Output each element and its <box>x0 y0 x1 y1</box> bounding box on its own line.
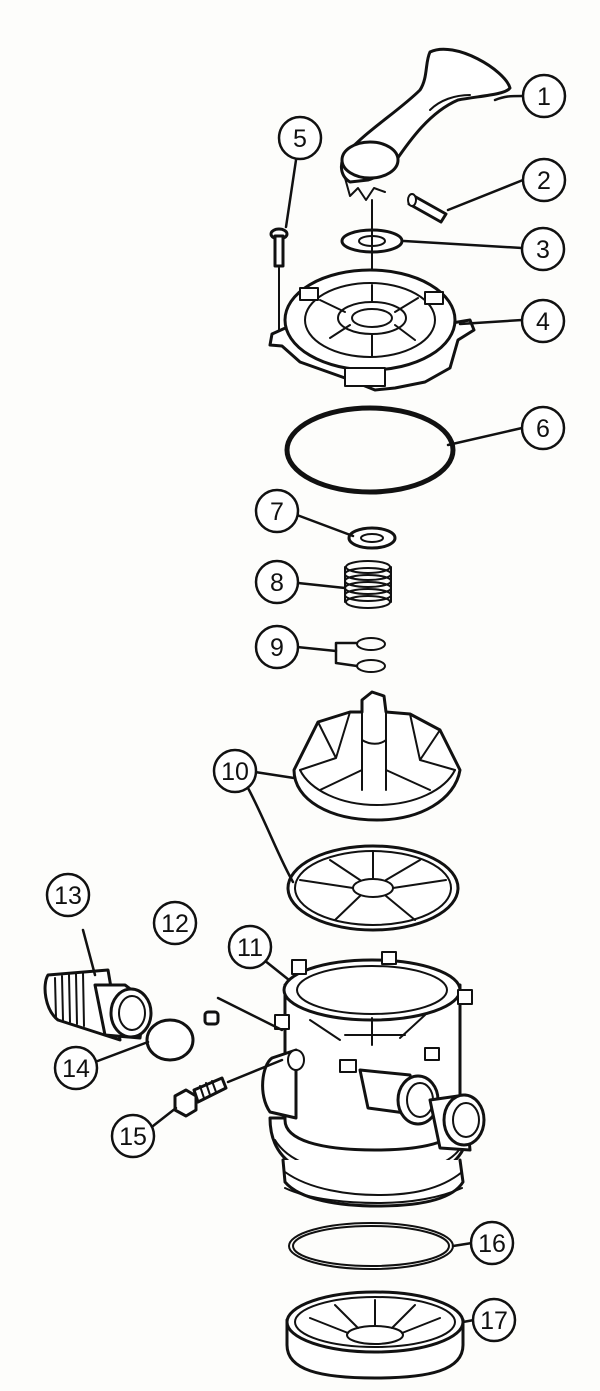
callout-label-12: 12 <box>161 910 189 938</box>
callout-label-9: 9 <box>270 634 284 662</box>
callout-2: 2 <box>521 157 567 203</box>
callout-label-14: 14 <box>62 1055 90 1083</box>
callout-5: 5 <box>277 115 323 161</box>
callout-10: 10 <box>212 748 258 794</box>
part-o-rings-small <box>356 637 386 673</box>
callout-label-13: 13 <box>54 882 82 910</box>
callout-12: 12 <box>152 900 198 946</box>
callout-7: 7 <box>254 488 300 534</box>
part-base-cap <box>285 1290 465 1380</box>
callout-17: 17 <box>471 1297 517 1343</box>
callout-1: 1 <box>521 73 567 119</box>
part-fitting-o-ring <box>145 1018 195 1062</box>
part-pipe-fitting <box>43 968 153 1042</box>
part-handle <box>340 47 512 201</box>
callout-11: 11 <box>227 924 273 970</box>
callout-6: 6 <box>520 405 566 451</box>
part-valve-body <box>261 951 486 1208</box>
callout-label-6: 6 <box>536 415 550 443</box>
callout-13: 13 <box>45 872 91 918</box>
part-rotor <box>292 690 462 822</box>
callout-label-16: 16 <box>478 1230 506 1258</box>
part-pin <box>407 193 448 224</box>
callout-label-10: 10 <box>221 758 249 786</box>
callout-label-7: 7 <box>270 498 284 526</box>
part-rotor-gasket <box>286 844 460 932</box>
callout-label-8: 8 <box>270 569 284 597</box>
leader-lines <box>81 94 525 1324</box>
callout-label-5: 5 <box>293 125 307 153</box>
part-screw <box>269 227 289 331</box>
callout-9: 9 <box>254 624 300 670</box>
callout-label-15: 15 <box>119 1123 147 1151</box>
callout-label-4: 4 <box>536 308 550 336</box>
part-washer-small <box>347 526 397 550</box>
part-spring <box>344 560 392 609</box>
callout-15: 15 <box>110 1113 156 1159</box>
callout-8: 8 <box>254 559 300 605</box>
callout-label-3: 3 <box>536 236 550 264</box>
callout-label-17: 17 <box>480 1307 508 1335</box>
callout-label-11: 11 <box>237 934 263 962</box>
part-cover <box>268 268 476 392</box>
callout-3: 3 <box>520 226 566 272</box>
callout-label-2: 2 <box>537 167 551 195</box>
part-o-ring-bottom <box>288 1222 454 1270</box>
callout-label-1: 1 <box>537 83 551 111</box>
callout-14: 14 <box>53 1045 99 1091</box>
callout-16: 16 <box>469 1220 515 1266</box>
callout-4: 4 <box>520 298 566 344</box>
part-o-ring-large <box>284 405 456 495</box>
part-plug <box>203 996 284 1032</box>
